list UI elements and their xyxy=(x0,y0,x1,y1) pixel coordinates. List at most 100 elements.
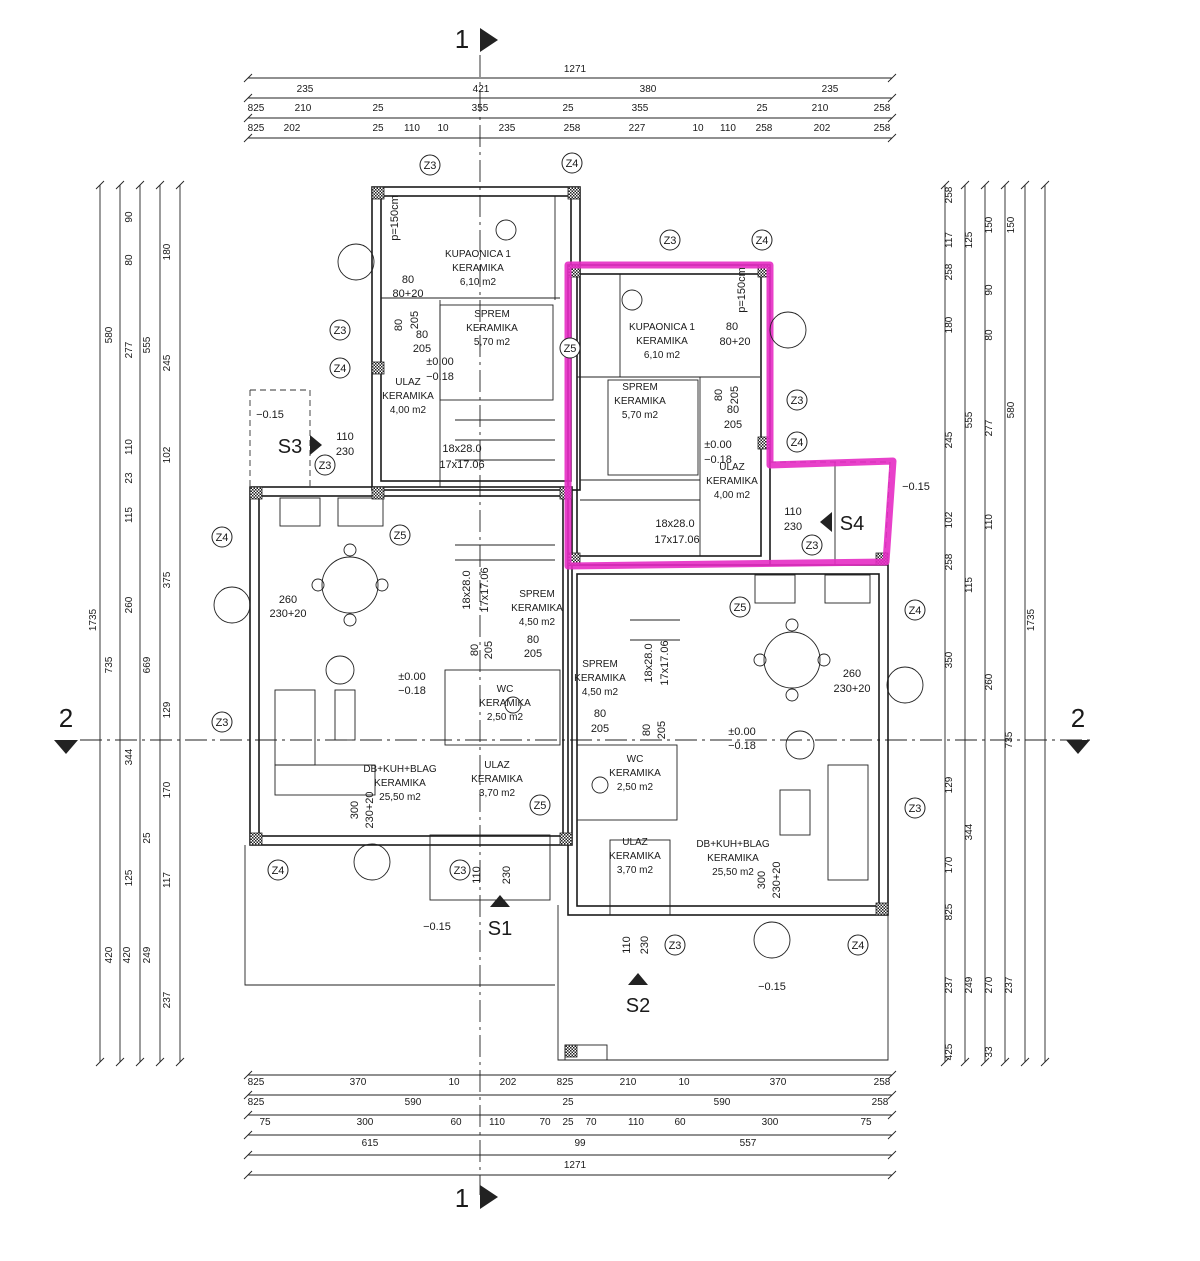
dimension-label: 125 xyxy=(124,869,135,886)
room-area: 2,50 m2 xyxy=(487,712,524,723)
dimension-label: 300 xyxy=(762,1117,779,1128)
annotation: 80 xyxy=(713,389,725,401)
dimension-label: 615 xyxy=(362,1138,379,1149)
dimension-label: 370 xyxy=(350,1077,367,1088)
annotation: −0.15 xyxy=(902,481,930,493)
dimension-label: 75 xyxy=(259,1117,271,1128)
dimension-label: 735 xyxy=(1004,731,1015,748)
room-name: DB+KUH+BLAG xyxy=(363,764,437,775)
zone-tag-circle xyxy=(659,229,681,251)
annotation: −0.15 xyxy=(758,981,786,993)
dimension-label: 117 xyxy=(162,872,173,888)
dimension-label: 25 xyxy=(142,832,153,844)
zone-tag: Z3 xyxy=(791,395,804,407)
zone-tag: Z4 xyxy=(566,158,579,170)
dimension-label: 10 xyxy=(692,123,704,134)
dimension-line xyxy=(887,133,897,143)
dimension-label: 425 xyxy=(944,1043,955,1060)
dimension-label: 210 xyxy=(295,103,312,114)
zone-tag: Z4 xyxy=(272,865,285,877)
dimension-label: 110 xyxy=(720,123,736,134)
annotation: −0.18 xyxy=(398,685,426,697)
dimension-label: 150 xyxy=(984,216,995,233)
left-unit-walls xyxy=(244,186,581,986)
room-floor: KERAMIKA xyxy=(374,778,426,789)
dimension-label: 10 xyxy=(678,1077,690,1088)
section-axis-1-bottom: 1 xyxy=(455,1183,469,1213)
entrance-marker-s2: S2 xyxy=(626,995,650,1017)
room-floor: KERAMIKA xyxy=(609,851,661,862)
annotation: 230 xyxy=(336,446,354,458)
room-area: 4,00 m2 xyxy=(714,490,751,501)
entrance-marker-s3: S3 xyxy=(278,436,302,458)
dimension-line xyxy=(243,73,253,83)
annotation: 300 xyxy=(756,871,768,889)
dimension-label: 249 xyxy=(142,946,153,963)
room-area: 6,10 m2 xyxy=(460,277,497,288)
dimension-line xyxy=(155,1057,165,1067)
room-area: 5,70 m2 xyxy=(474,337,511,348)
dimension-label: 23 xyxy=(124,472,135,484)
zone-tag-circle xyxy=(529,794,551,816)
dimension-label: 245 xyxy=(162,354,173,371)
dimension-label: 260 xyxy=(984,673,995,690)
zone-tag: Z3 xyxy=(319,460,332,472)
zone-tag-circle xyxy=(329,357,351,379)
dimension-label: 344 xyxy=(124,748,135,765)
dimension-label: 237 xyxy=(944,976,955,993)
dimension-line xyxy=(887,1130,897,1140)
zone-tag: Z3 xyxy=(669,940,682,952)
annotation: 17x17.06 xyxy=(439,459,484,471)
annotation: 18x28.0 xyxy=(643,643,655,682)
dimension-line xyxy=(887,1070,897,1080)
dimension-label: 258 xyxy=(872,1097,889,1108)
dimension-label: 1271 xyxy=(564,1160,587,1171)
dimension-label: 580 xyxy=(1006,401,1017,418)
dimension-label: 825 xyxy=(248,1097,265,1108)
room-name: SPREM xyxy=(519,589,555,600)
dimension-label: 370 xyxy=(770,1077,787,1088)
dimension-label: 202 xyxy=(814,123,831,134)
dimension-label: 60 xyxy=(674,1117,686,1128)
annotation: 230+20 xyxy=(771,861,783,898)
annotation: 230 xyxy=(639,936,651,954)
annotation: 205 xyxy=(591,723,609,735)
annotation: 230+20 xyxy=(269,608,306,620)
entrance-marker-s1: S1 xyxy=(488,918,512,940)
dimension-line xyxy=(135,180,145,190)
zone-tag: Z4 xyxy=(852,940,865,952)
dimension-label: 60 xyxy=(450,1117,462,1128)
zone-tag: Z3 xyxy=(664,235,677,247)
annotation: ±0.00 xyxy=(398,671,425,683)
zone-tag: Z4 xyxy=(791,437,804,449)
dimension-label: 90 xyxy=(984,284,995,296)
room-floor: KERAMIKA xyxy=(707,853,759,864)
dimension-label: 180 xyxy=(944,316,955,333)
section-axis-2-right: 2 xyxy=(1071,703,1085,733)
dimension-label: 202 xyxy=(284,123,301,134)
dimension-label: 202 xyxy=(500,1077,517,1088)
room-name: KUPAONICA 1 xyxy=(629,322,695,333)
annotation: 80 xyxy=(594,708,606,720)
dimension-label: 557 xyxy=(740,1138,757,1149)
annotation: 18x28.0 xyxy=(442,443,481,455)
dimension-label: 70 xyxy=(585,1117,597,1128)
dimension-line xyxy=(243,1130,253,1140)
zone-tag-circle xyxy=(729,596,751,618)
room-floor: KERAMIKA xyxy=(574,673,626,684)
zone-tag: Z3 xyxy=(334,325,347,337)
dimension-label: 258 xyxy=(756,123,773,134)
annotation: 205 xyxy=(483,641,495,659)
dimension-line xyxy=(243,1170,253,1180)
dimension-label: 1735 xyxy=(88,608,99,631)
annotation: 18x28.0 xyxy=(461,570,473,609)
dimension-line xyxy=(243,1070,253,1080)
annotation: 260 xyxy=(843,668,861,680)
section-axis-2-left: 2 xyxy=(59,703,73,733)
room-area: 5,70 m2 xyxy=(622,410,659,421)
dimension-line xyxy=(1000,180,1010,190)
dimension-label: 355 xyxy=(472,103,489,114)
annotation: 205 xyxy=(724,419,742,431)
annotation: 205 xyxy=(656,721,668,739)
